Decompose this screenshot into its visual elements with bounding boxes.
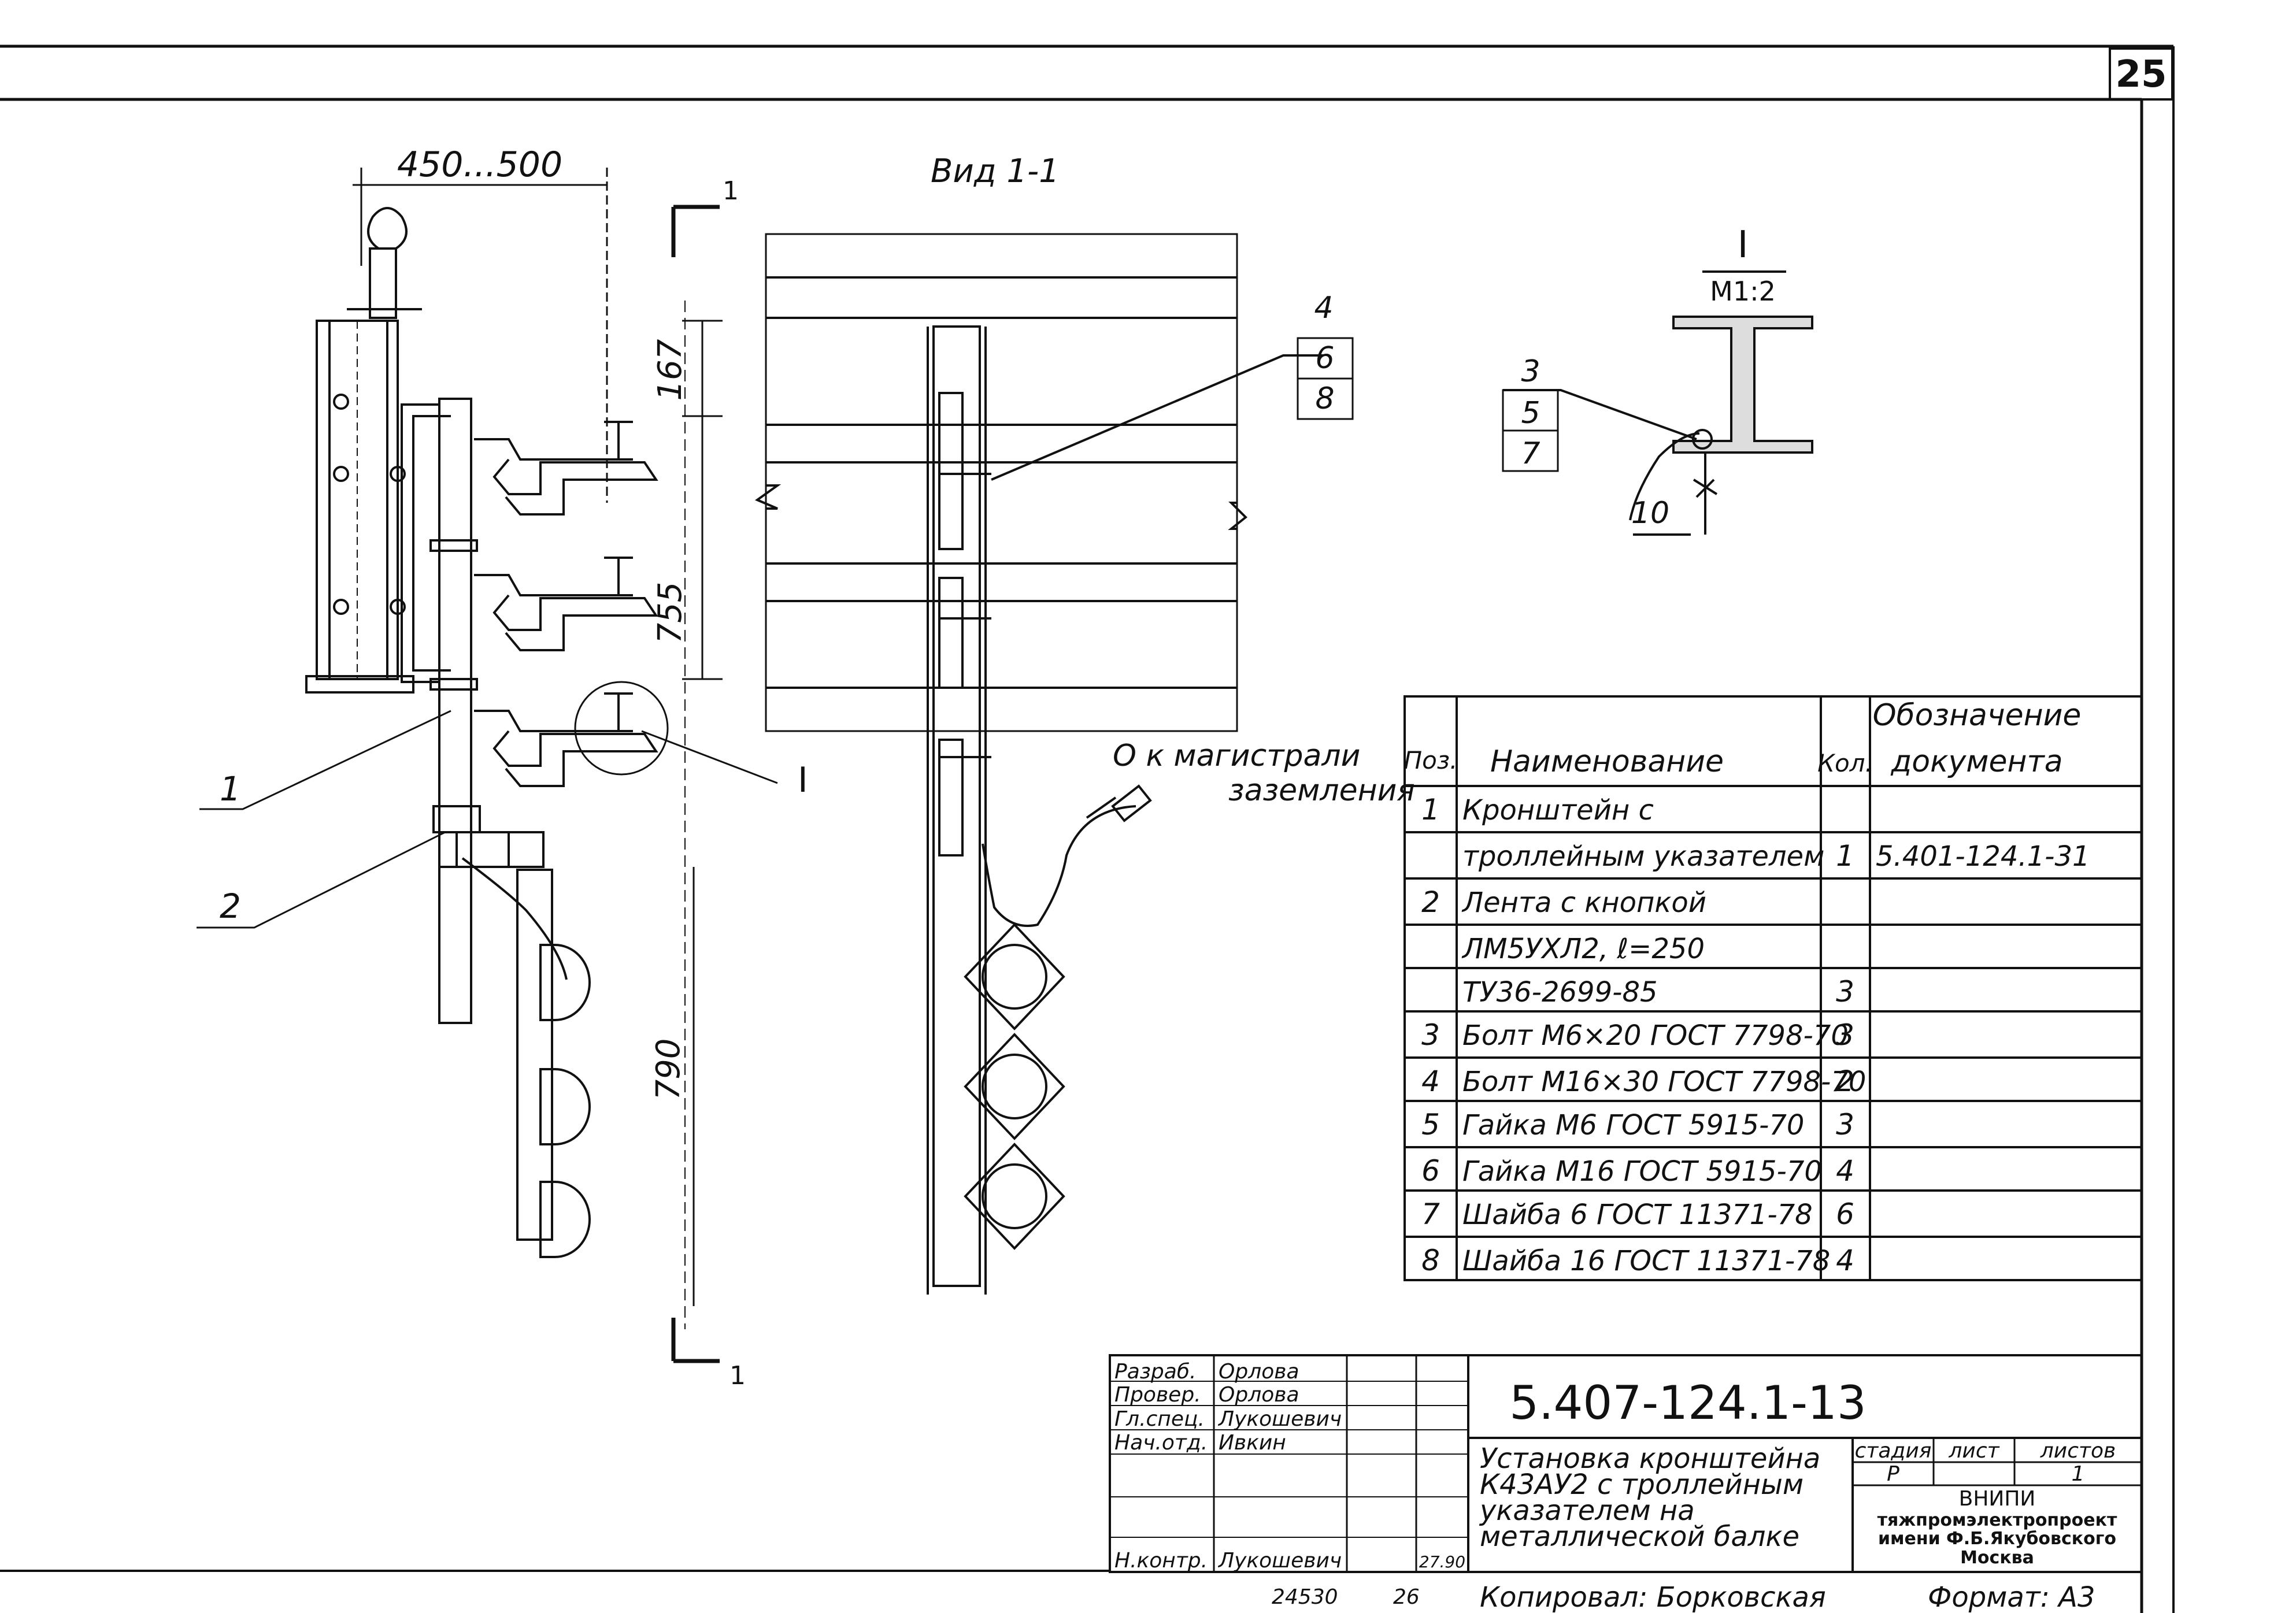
- spec-row-pos: 6: [1421, 1154, 1440, 1188]
- spec-header-doc-2: документа: [1890, 744, 2062, 779]
- section-mark-bottom: 1: [729, 1361, 746, 1390]
- stamp-role: Нач.отд.: [1114, 1431, 1208, 1455]
- stamp-title-3: указателем на: [1479, 1495, 1695, 1527]
- spec-header-qty: Кол.: [1817, 749, 1873, 777]
- spec-row-pos: 8: [1421, 1244, 1440, 1277]
- stamp-name: Орлова: [1219, 1360, 1299, 1384]
- callout-detail-7: 7: [1521, 436, 1540, 471]
- section-mark-top: 1: [723, 176, 739, 206]
- callout-detail-5: 5: [1521, 396, 1540, 431]
- leader-1: 1: [220, 769, 241, 809]
- spec-row-qty: 2: [1836, 1065, 1854, 1098]
- footer-format: Формат: А3: [1928, 1581, 2095, 1613]
- leaders: [197, 710, 778, 929]
- callout-detail-3: 3: [1521, 354, 1540, 389]
- footer-copied: Копировал: Борковская: [1480, 1581, 1826, 1613]
- stage-header-stage: стадия: [1855, 1439, 1932, 1463]
- leader-2: 2: [220, 887, 241, 926]
- stamp-roles: Разраб.ОрловаПровер.ОрловаГл.спец.Лукоше…: [1114, 1360, 1342, 1573]
- spec-row-qty: 4: [1836, 1244, 1854, 1277]
- spec-row-name: Кронштейн с: [1462, 794, 1654, 826]
- callout-view: [1297, 337, 1354, 420]
- spec-row-name: ТУ36-2699-85: [1462, 976, 1658, 1008]
- spec-row-qty: 3: [1836, 1108, 1854, 1141]
- spec-header-doc-1: Обозначение: [1873, 698, 2082, 733]
- ground-note-2: заземления: [1228, 773, 1415, 808]
- spec-row-name: троллейным указателем: [1462, 840, 1824, 873]
- stamp-title-2: К43АУ2 с троллейным: [1480, 1469, 1804, 1501]
- spec-row-name: Лента с кнопкой: [1461, 887, 1706, 919]
- dim-755: 755: [651, 582, 689, 644]
- stamp-role: Н.контр.: [1114, 1549, 1208, 1573]
- dim-width-top: 450...500: [397, 144, 562, 185]
- detail-beam: [1503, 316, 1813, 536]
- stamp-name: Ивкин: [1219, 1431, 1286, 1455]
- dim-167: 167: [651, 339, 689, 401]
- stamp-name: Лукошевич: [1217, 1549, 1342, 1573]
- view-title: Вид 1-1: [931, 153, 1060, 190]
- stamp-role: Разраб.: [1114, 1360, 1196, 1384]
- spec-row-name: Шайба 6 ГОСТ 11371-78: [1462, 1199, 1813, 1231]
- front-view: [305, 168, 723, 1329]
- dim-10: 10: [1631, 496, 1669, 531]
- detail-mark: I: [1738, 224, 1749, 266]
- stamp-title-4: металлической балке: [1480, 1521, 1799, 1553]
- stamp-name: Орлова: [1219, 1383, 1299, 1407]
- spec-row-name: Шайба 16 ГОСТ 11371-78: [1462, 1245, 1830, 1277]
- spec-rows: 1 Кронштейн с троллейным указателем 1 5.401-…: [1421, 793, 2090, 1277]
- callout-view-6: 6: [1315, 341, 1334, 376]
- spec-row-name: Гайка М16 ГОСТ 5915-70: [1462, 1155, 1822, 1188]
- spec-row-name: ЛМ5УХЛ2, ℓ=250: [1461, 933, 1705, 965]
- stage-header-sheets: листов: [2040, 1439, 2116, 1463]
- callout-view-4: 4: [1314, 291, 1333, 325]
- spec-row-doc: 5.401-124.1-31: [1876, 840, 2090, 873]
- spec-table: [1403, 695, 2143, 1281]
- dim-790: 790: [650, 1039, 687, 1100]
- stage-value-stage: Р: [1887, 1462, 1899, 1486]
- spec-row-qty: 1: [1836, 839, 1854, 873]
- org-1: ВНИПИ: [1959, 1487, 2036, 1511]
- spec-row-qty: 4: [1836, 1154, 1854, 1188]
- stage-value-sheets: 1: [2072, 1462, 2085, 1486]
- ground-note-1: О к магистрали: [1113, 739, 1360, 773]
- spec-row-pos: 3: [1421, 1018, 1440, 1052]
- title-block: [1109, 1354, 2143, 1573]
- org-4: Москва: [1960, 1548, 2034, 1568]
- spec-row-name: Гайка М6 ГОСТ 5915-70: [1462, 1109, 1804, 1141]
- spec-row-name: Болт М6×20 ГОСТ 7798-70: [1462, 1019, 1849, 1052]
- stamp-date: 27.90: [1419, 1552, 1465, 1571]
- org-2: тяжпромэлектропроект: [1877, 1510, 2117, 1530]
- stamp-role: Провер.: [1114, 1383, 1201, 1407]
- stamp-role: Гл.спец.: [1114, 1407, 1205, 1431]
- spec-row-pos: 5: [1421, 1108, 1440, 1141]
- callout-view-8: 8: [1315, 381, 1334, 416]
- section-marks: [671, 205, 720, 1363]
- spec-row-qty: 3: [1836, 1018, 1854, 1052]
- stamp-designation: 5.407-124.1-13: [1509, 1376, 1867, 1430]
- org-3: имени Ф.Б.Якубовского: [1878, 1529, 2116, 1549]
- spec-row-pos: 1: [1421, 793, 1440, 826]
- spec-row-pos: 4: [1421, 1065, 1440, 1098]
- footer-inv: 24530: [1272, 1585, 1338, 1609]
- spec-row-qty: 3: [1836, 975, 1854, 1008]
- leader-I: I: [798, 760, 808, 800]
- callout-detail: [1502, 389, 1559, 472]
- spec-row-qty: 6: [1836, 1197, 1854, 1231]
- view-1-1: [754, 233, 1324, 1295]
- spec-row-pos: 2: [1421, 885, 1440, 919]
- footer-num: 26: [1393, 1585, 1420, 1609]
- detail-scale: M1:2: [1710, 276, 1776, 307]
- spec-header: Поз. Наименование Кол. Обозначение докум…: [1404, 698, 2082, 779]
- spec-header-name: Наименование: [1490, 744, 1724, 779]
- spec-row-pos: 7: [1421, 1197, 1440, 1231]
- spec-row-name: Болт М16×30 ГОСТ 7798-70: [1462, 1066, 1866, 1098]
- stage-header-sheet: лист: [1948, 1439, 1999, 1463]
- sheet-number: 25: [2115, 53, 2167, 96]
- stamp-title-1: Установка кронштейна: [1480, 1443, 1820, 1475]
- stamp-name: Лукошевич: [1217, 1407, 1342, 1431]
- spec-header-pos: Поз.: [1404, 746, 1458, 774]
